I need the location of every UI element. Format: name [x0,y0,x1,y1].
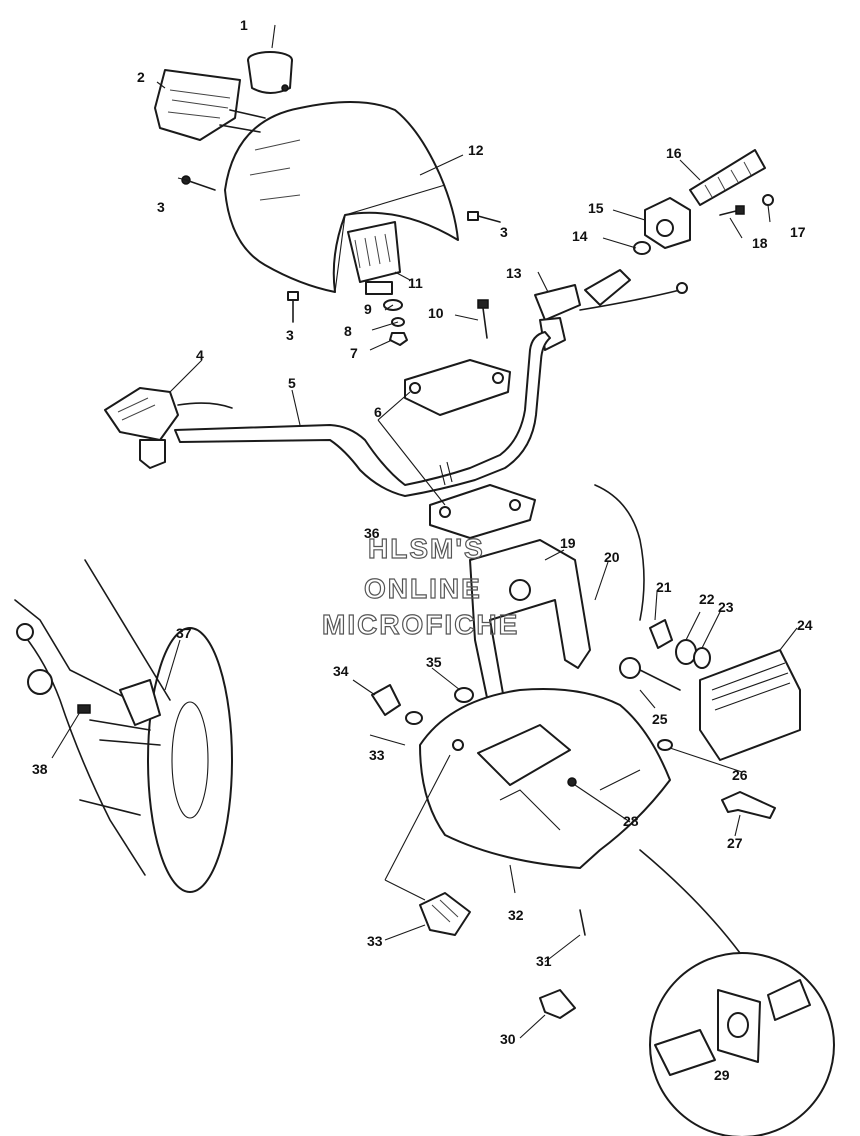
callout-13: 13 [506,265,522,281]
callout-17: 17 [790,224,806,240]
callout-29: 29 [714,1067,730,1083]
cap-part [247,24,293,94]
callout-33b: 33 [369,747,385,763]
grommet-26 [657,739,673,751]
headlight-bracket [347,221,401,295]
callout-22: 22 [699,591,715,607]
callout-25: 25 [652,711,668,727]
ring-35 [454,687,474,703]
bolt-38 [77,704,91,714]
switch-housing [154,69,266,141]
throttle-housing-15 [644,197,691,249]
callout-10: 10 [428,305,444,321]
fork-frame [14,559,171,876]
callout-33a: 33 [367,933,383,949]
callout-36: 36 [364,525,380,541]
handlebar-5 [174,331,551,497]
callout-34: 34 [333,663,349,679]
callout-6: 6 [374,404,382,420]
callout-9: 9 [364,301,372,317]
watermark-line-3: MICROFICHE [322,609,519,640]
master-cylinder-13 [534,269,688,351]
lower-clamp-6 [429,484,536,539]
bulb-23 [693,647,711,669]
callout-16: 16 [666,145,682,161]
callout-20: 20 [604,549,620,565]
clamp-30 [539,989,576,1019]
ring-33a [405,711,423,725]
ring-22 [675,639,697,665]
callout-38: 38 [32,761,48,777]
callout-3c: 3 [286,327,294,343]
adjuster-25 [619,657,681,691]
callout-11: 11 [408,275,423,291]
callout-18: 18 [752,235,768,251]
callout-1: 1 [240,17,248,33]
callout-3b: 3 [500,224,508,240]
callout-12: 12 [468,142,484,158]
callout-2: 2 [137,69,145,85]
callout-14: 14 [572,228,588,244]
pin-31 [579,909,586,936]
headlight-24 [699,649,801,761]
bulb-socket-21 [649,619,673,649]
callout-21: 21 [656,579,672,595]
screw-18 [719,205,745,216]
watermark-line-2: ONLINE [364,573,482,604]
grip-16 [689,149,766,206]
nut-14 [633,241,651,255]
callout-19: 19 [560,535,576,551]
left-master-cylinder-4 [104,387,233,469]
plug-17 [762,194,774,206]
callout-32: 32 [508,907,524,923]
callout-35: 35 [426,654,442,670]
callout-24: 24 [797,617,813,633]
callout-numbers: 1 2 3 3 3 4 5 6 7 8 9 10 11 12 13 14 15 … [32,17,813,1083]
switch-33b [419,892,471,936]
watermark-line-1: HLSM'S [368,533,485,564]
switch-34 [371,684,401,716]
callout-30: 30 [500,1031,516,1047]
headlight-pod-cover [224,101,459,293]
callout-27: 27 [727,835,743,851]
bolt-10 [477,299,489,339]
callout-28: 28 [623,813,639,829]
callout-7: 7 [350,345,358,361]
callout-3a: 3 [157,199,165,215]
callout-23: 23 [718,599,734,615]
screw-right [467,211,501,223]
callout-31: 31 [536,953,552,969]
leader-lines [51,81,798,1039]
callout-8: 8 [344,323,352,339]
clip-27 [721,791,776,819]
callout-5: 5 [288,375,296,391]
screw-lower [287,291,299,323]
upper-clamp-6 [404,359,511,416]
detail-circle-29 [639,849,835,1136]
lower-cover-32 [419,688,671,869]
screw-left [181,175,216,191]
brake-rotor-37 [147,627,233,893]
watermark: HLSM'S ONLINE MICROFICHE [321,532,519,640]
callout-15: 15 [588,200,604,216]
callout-4: 4 [196,347,204,363]
callout-37: 37 [176,625,192,641]
callout-26: 26 [732,767,748,783]
headlight-wire [594,484,645,621]
